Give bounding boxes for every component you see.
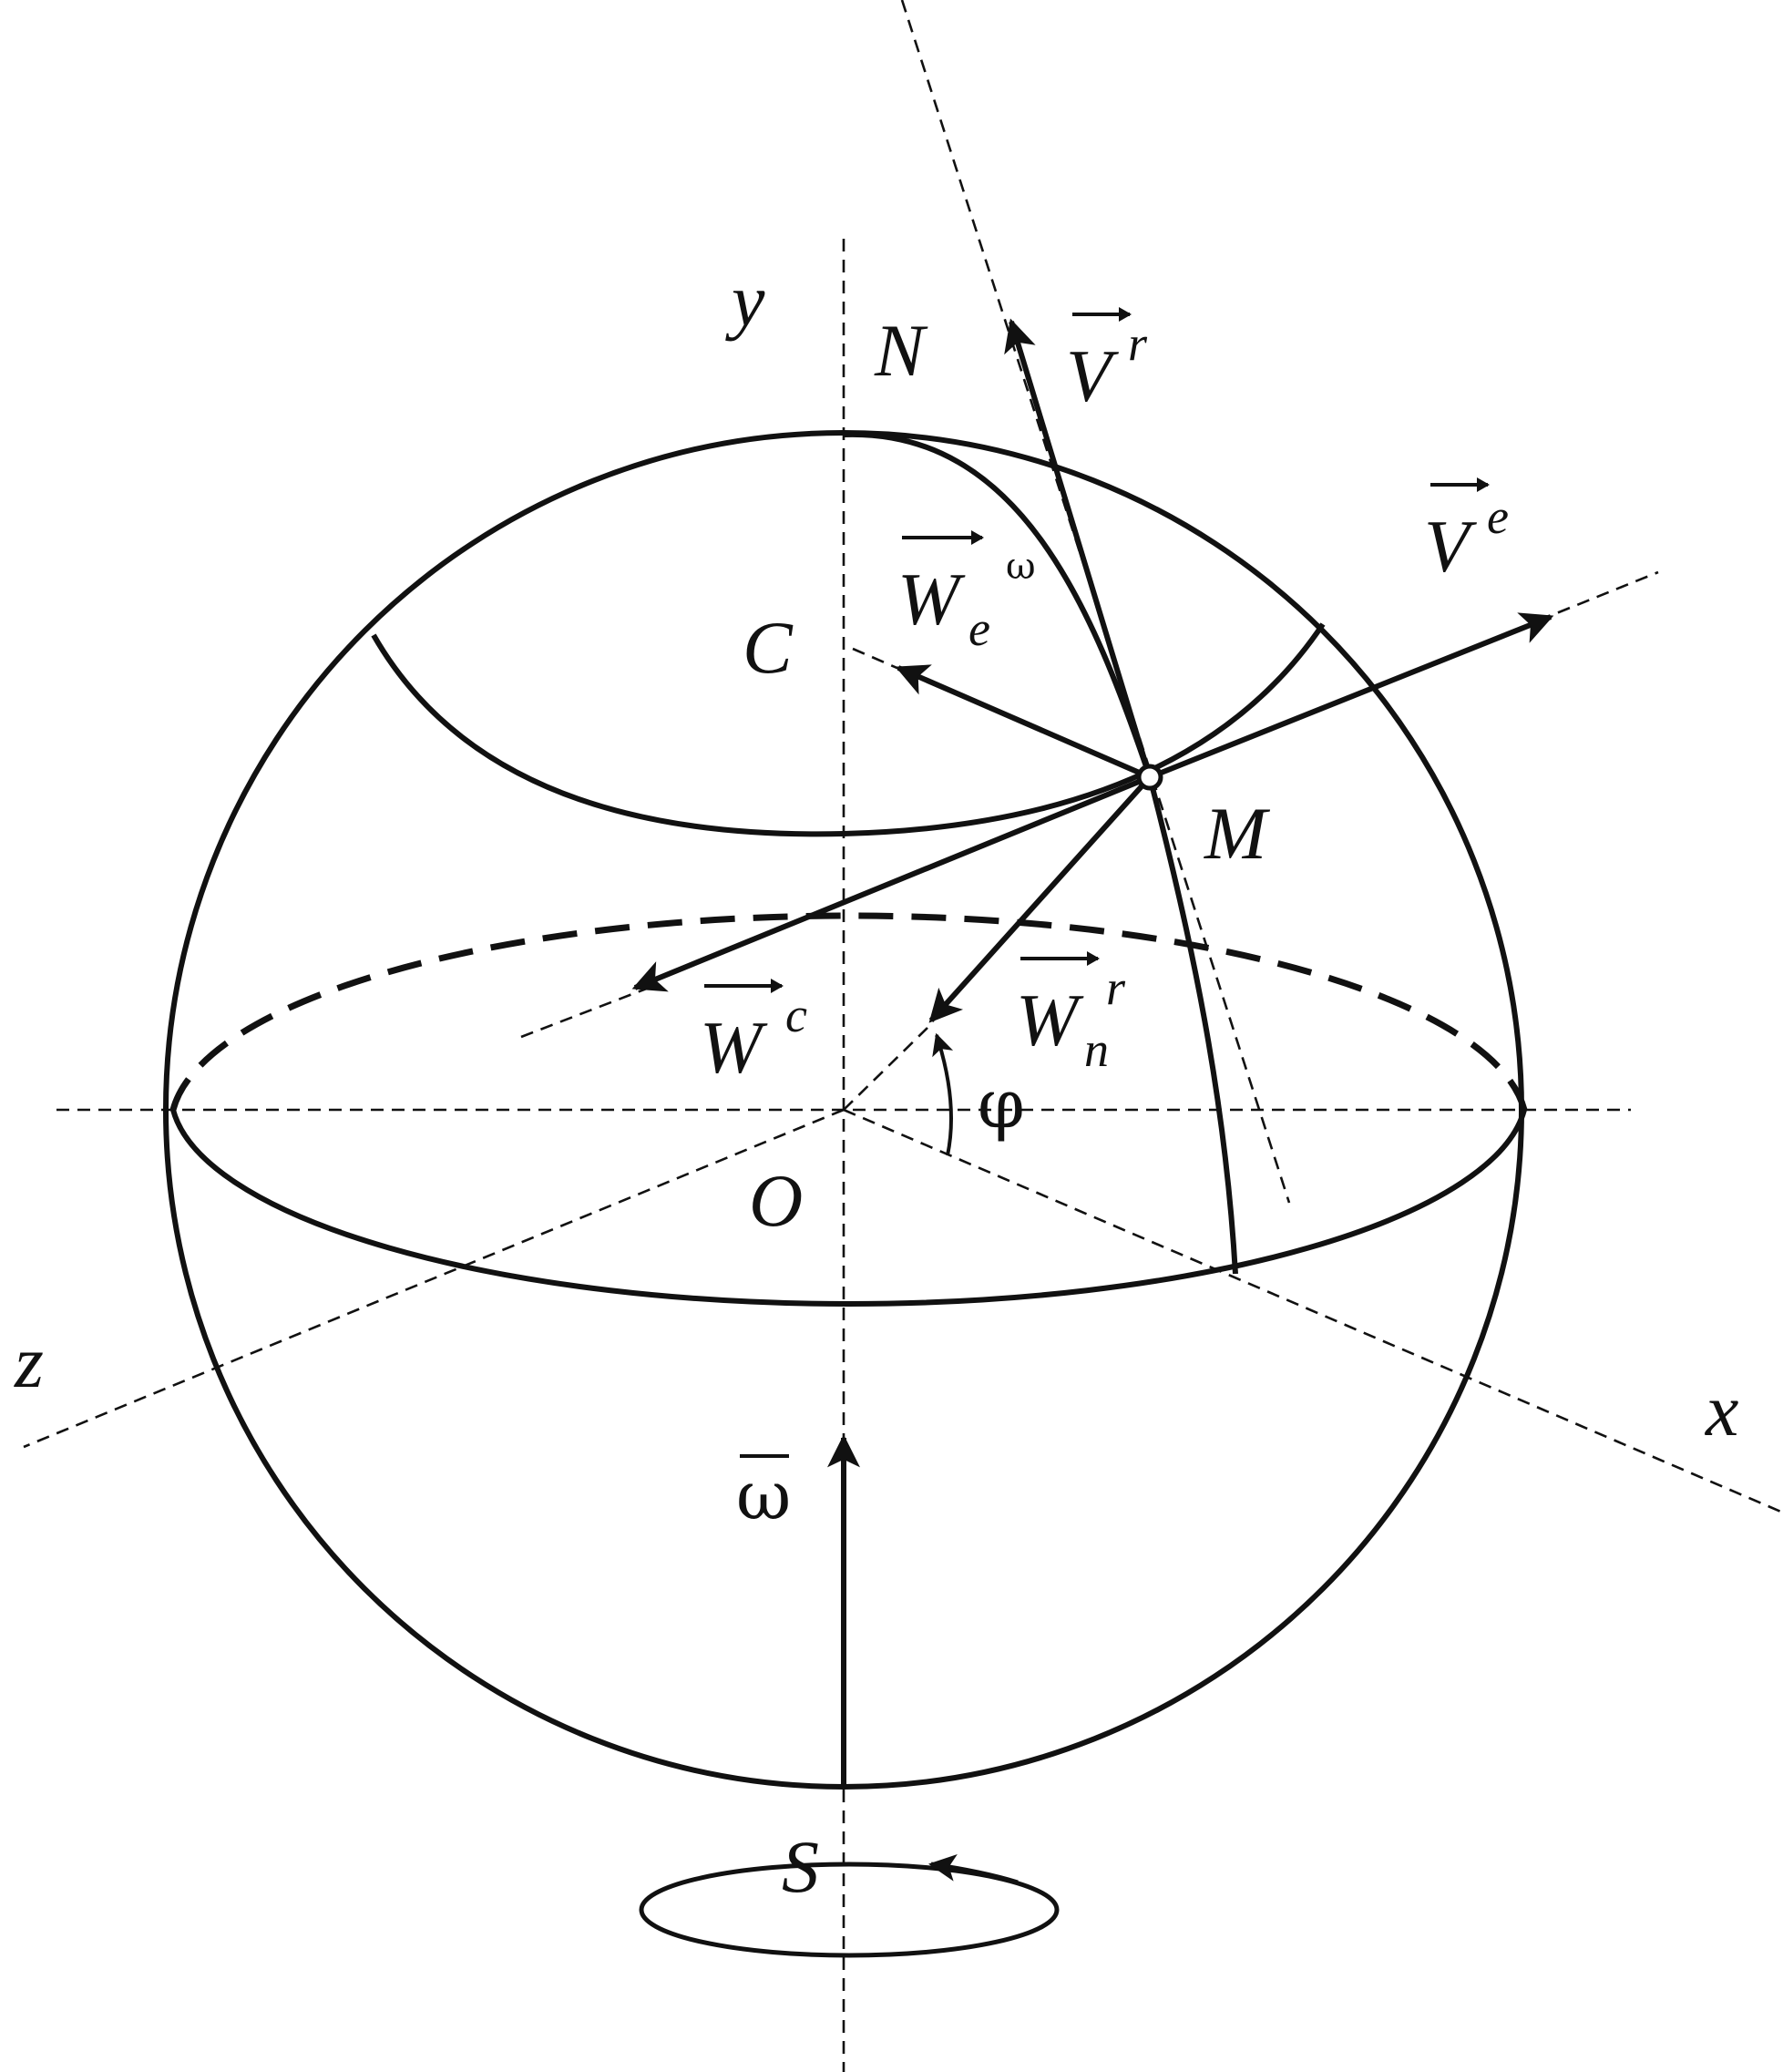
label-vr: V r xyxy=(1066,307,1148,417)
vectors xyxy=(631,318,1554,1784)
label-we-omega: W e ω xyxy=(897,530,1036,656)
point-m xyxy=(1136,764,1163,791)
label-wc: W c xyxy=(700,979,807,1089)
ve-letter: V xyxy=(1424,505,1477,588)
vector-we-omega xyxy=(895,664,1152,780)
vr-letter: V xyxy=(1066,334,1119,417)
label-o: O xyxy=(749,1159,803,1242)
wn-letter: W xyxy=(1016,979,1084,1062)
wn-subscript: n xyxy=(1084,1022,1109,1077)
wn-overbar-head xyxy=(1087,951,1100,966)
ve-overbar-head xyxy=(1477,477,1490,492)
z-axis xyxy=(23,1108,845,1449)
label-omega: ω xyxy=(736,1454,791,1535)
equator-front xyxy=(170,1109,1527,1307)
radius-om-line xyxy=(843,1027,928,1111)
we-subscript: e xyxy=(968,601,990,656)
rotation-ellipse xyxy=(639,1862,1060,1958)
label-n: N xyxy=(874,309,928,392)
x-axis xyxy=(843,1108,1783,1514)
parallel-circle xyxy=(371,622,1326,837)
rotation-arrow xyxy=(928,1853,1019,1885)
wn-superscript: r xyxy=(1106,960,1126,1015)
vector-vr xyxy=(1004,318,1153,778)
wc-superscript: c xyxy=(785,988,807,1042)
label-c: C xyxy=(743,606,794,689)
equator-back xyxy=(169,912,1528,1111)
label-x: x xyxy=(1705,1369,1738,1451)
labels: y N C M O z x S φ xyxy=(14,259,1738,1908)
label-z: z xyxy=(14,1320,44,1403)
coriolis-line xyxy=(520,983,657,1039)
label-wn-r: W n r xyxy=(1016,951,1126,1077)
ve-superscript: e xyxy=(1487,489,1509,544)
wc-letter: W xyxy=(700,1006,768,1089)
we-superscript: ω xyxy=(1006,546,1036,588)
label-phi: φ xyxy=(978,1065,1025,1144)
phi-angle-arc xyxy=(932,1032,954,1156)
wc-overbar-head xyxy=(771,979,784,993)
vr-superscript: r xyxy=(1128,316,1148,371)
label-m: M xyxy=(1204,792,1271,875)
label-s: S xyxy=(782,1825,819,1908)
vector-wn-r xyxy=(928,774,1153,1023)
we-letter: W xyxy=(897,558,966,641)
vector-wc xyxy=(631,774,1152,992)
label-y: y xyxy=(725,259,765,342)
we-overbar-head xyxy=(971,530,984,545)
vector-ve xyxy=(1148,612,1554,780)
omega-letter: ω xyxy=(736,1457,791,1535)
vr-overbar-head xyxy=(1119,307,1132,322)
label-ve: V e xyxy=(1424,477,1509,588)
